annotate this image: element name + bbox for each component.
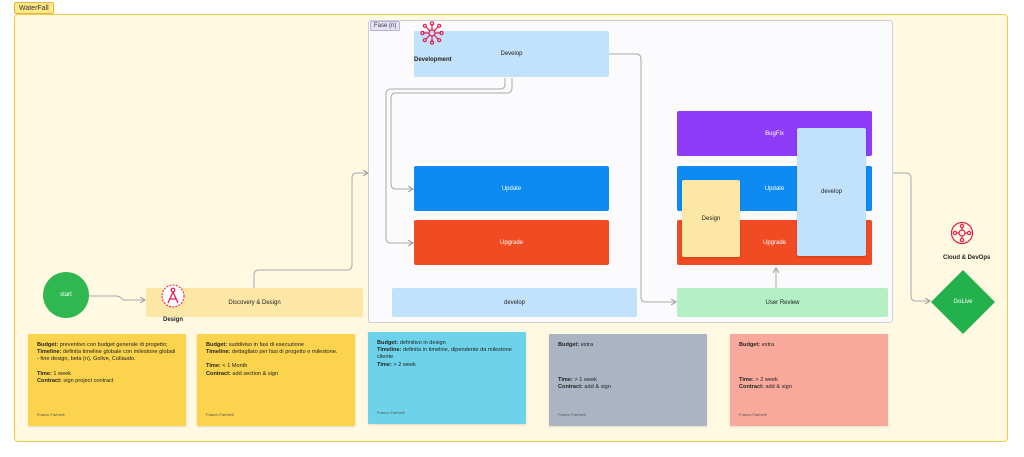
design-card-label: Design: [701, 215, 721, 222]
compass-icon: [161, 284, 185, 308]
note-1-time-key: Time:: [37, 370, 52, 377]
network-hub-icon: [420, 21, 444, 45]
note-2-budget-key: Budget:: [206, 342, 228, 348]
link-discovery-phase: [253, 173, 368, 288]
frame-label[interactable]: WaterFall: [14, 2, 54, 14]
note-3-timeline-key: Timeline:: [377, 347, 402, 354]
note-4-budget-key: Budget:: [558, 342, 580, 348]
note-2[interactable]: Budget: suddiviso in fasi di esecuzione …: [197, 334, 355, 426]
note-1-time: 1 week: [51, 370, 72, 377]
golive-label: GoLive: [953, 299, 973, 305]
develop-top-label: Develop: [500, 51, 523, 57]
note-5-contract-key: Contract:: [739, 384, 764, 391]
note-5-time: > 2 week: [753, 377, 778, 384]
note-2-time-key: Time:: [206, 363, 221, 370]
upgrade-right-label: Upgrade: [762, 239, 786, 246]
note-3-budget-key: Budget:: [377, 340, 399, 346]
note-5[interactable]: Budget: extra Time: > 2 week Contract: a…: [730, 334, 888, 426]
note-4-time: > 1 week: [572, 377, 597, 384]
note-1-timeline: definita timeline globale con milestone …: [37, 349, 176, 363]
user-review-box[interactable]: User Review: [677, 288, 888, 317]
note-1-timeline-key: Timeline:: [37, 349, 62, 356]
note-4-author: Franco Farinelli: [558, 411, 586, 417]
bugfix-label: BugFix: [765, 130, 784, 137]
discovery-design-label: Discovery & Design: [228, 299, 281, 306]
start-node[interactable]: start: [43, 272, 89, 318]
note-5-time-key: Time:: [739, 377, 754, 384]
note-2-timeline-key: Timeline:: [206, 349, 231, 356]
develop-bottom-label: develop: [503, 299, 526, 306]
upgrade-left-label: Upgrade: [499, 239, 523, 246]
note-2-contract-key: Contract:: [206, 370, 231, 377]
develop-tall-box[interactable]: develop: [797, 128, 866, 256]
note-2-timeline: dettagliato per fasi di progetto e miles…: [230, 349, 338, 356]
note-5-contract: add & sign: [763, 384, 792, 391]
link-phase-golive: [893, 172, 930, 301]
note-5-budget: extra: [760, 342, 775, 348]
update-right-label: Update: [764, 185, 785, 192]
develop-top-box[interactable]: Develop: [414, 31, 609, 77]
link-develop-review: [609, 53, 676, 302]
link-develop-upgrade: [385, 78, 506, 243]
note-1-contract-key: Contract:: [37, 377, 62, 384]
note-3-author: Franco Farinelli: [377, 409, 405, 415]
note-2-time: < 1 Month: [220, 363, 248, 370]
note-5-author: Franco Farinelli: [739, 411, 767, 417]
golive-node[interactable]: GoLive: [931, 270, 995, 334]
note-2-budget: suddiviso in fasi di esecuzione: [227, 342, 304, 348]
note-4[interactable]: Budget: extra Time: > 1 week Contract: a…: [549, 334, 707, 426]
design-label: Design: [163, 317, 184, 323]
develop-tall-label: develop: [820, 189, 843, 195]
note-4-contract: add & sign: [582, 384, 611, 391]
cloud-devops-icon: [950, 221, 974, 245]
develop-bottom-box[interactable]: develop: [392, 288, 637, 317]
note-2-contract: add section & sign: [230, 370, 279, 377]
note-4-time-key: Time:: [558, 377, 573, 384]
cloud-devops-label: Cloud & DevOps: [943, 255, 991, 261]
note-3-time: > 2 week: [391, 361, 416, 368]
phase-label[interactable]: Fase (n): [370, 21, 401, 31]
note-1-author: Franco Farinelli: [37, 411, 65, 417]
note-3[interactable]: Budget: definitivo in design Timeline: d…: [368, 332, 526, 424]
note-1-budget: preventivo con budget generale di proget…: [58, 342, 168, 348]
note-1-budget-key: Budget:: [37, 342, 59, 348]
note-2-author: Franco Farinelli: [206, 411, 234, 417]
upgrade-left-box[interactable]: Upgrade: [414, 220, 609, 265]
design-card[interactable]: Design: [682, 180, 740, 257]
note-4-budget: extra: [579, 342, 594, 348]
development-label: Development: [414, 57, 452, 63]
note-3-budget: definitivo in design: [398, 340, 446, 346]
link-develop-update: [390, 78, 513, 189]
link-start-discovery: [89, 295, 145, 300]
note-1[interactable]: Budget: preventivo con budget generale d…: [28, 334, 186, 426]
update-left-box[interactable]: Update: [414, 166, 609, 211]
note-5-budget-key: Budget:: [739, 342, 761, 348]
user-review-label: User Review: [765, 299, 800, 306]
note-1-contract: sign project contract: [61, 377, 114, 384]
update-left-label: Update: [501, 185, 522, 192]
note-3-time-key: Time:: [377, 361, 392, 368]
note-4-contract-key: Contract:: [558, 384, 583, 391]
note-3-timeline: definita in timeline, dipendente da mile…: [377, 347, 512, 361]
start-label: start: [60, 292, 72, 298]
